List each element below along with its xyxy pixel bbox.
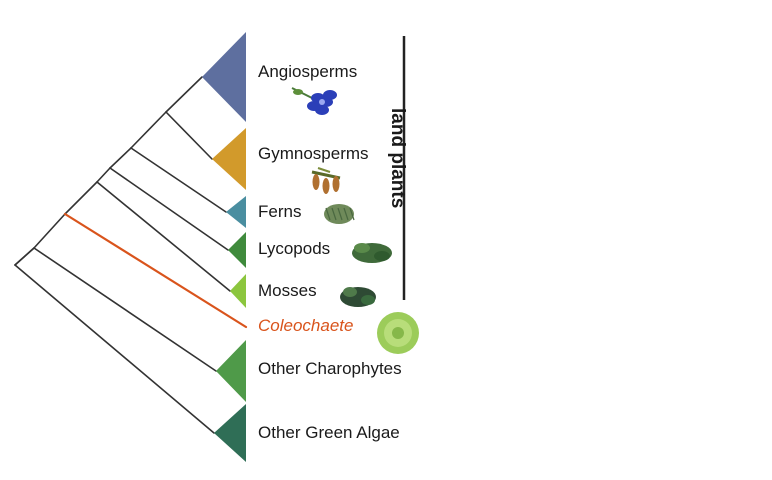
green-algal-disc-icon [377,312,419,354]
conifer-cone-icon [311,167,341,194]
land-plants-label: land plants [387,108,408,209]
branch-lycopods [109,167,229,251]
branch-internal [64,181,98,215]
clade-triangle-angiosperms [202,32,246,122]
clade-triangle-mosses [230,274,246,308]
branch-internal [96,167,111,183]
branch-internal [109,147,132,169]
taxon-label-other-charophytes: Other Charophytes [258,359,402,378]
taxon-label-gymnosperms: Gymnosperms [258,144,369,163]
taxon-label-lycopods: Lycopods [258,239,331,258]
lycopod-leaf-icon [352,243,392,263]
branch-angiosperms [165,76,203,113]
clade-triangle-other-charophytes [216,340,246,402]
clade-triangle-lycopods [228,232,246,268]
branch-coleochaete [63,212,248,329]
branch-gymnosperms [165,111,213,160]
clade-triangle-gymnosperms [212,128,246,190]
branch-internal [130,111,167,149]
clade-triangle-ferns [226,196,246,228]
taxon-label-coleochaete: Coleochaete [258,316,354,335]
taxon-label-mosses: Mosses [258,281,317,300]
clade-triangle-other-green-algae [214,404,246,462]
branch-other-green-algae [14,264,215,434]
taxon-label-ferns: Ferns [258,202,302,221]
fern-frond-icon [324,204,355,224]
branch-internal [14,247,35,266]
taxon-label-angiosperms: Angiosperms [258,62,358,81]
branch-internal [33,213,66,249]
branch-ferns [130,147,227,213]
moss-icon [340,287,376,307]
taxon-label-other-green-algae: Other Green Algae [258,423,400,442]
branch-other-charophytes [33,247,217,372]
blue-flower-icon [291,87,337,115]
branch-mosses [96,181,231,292]
